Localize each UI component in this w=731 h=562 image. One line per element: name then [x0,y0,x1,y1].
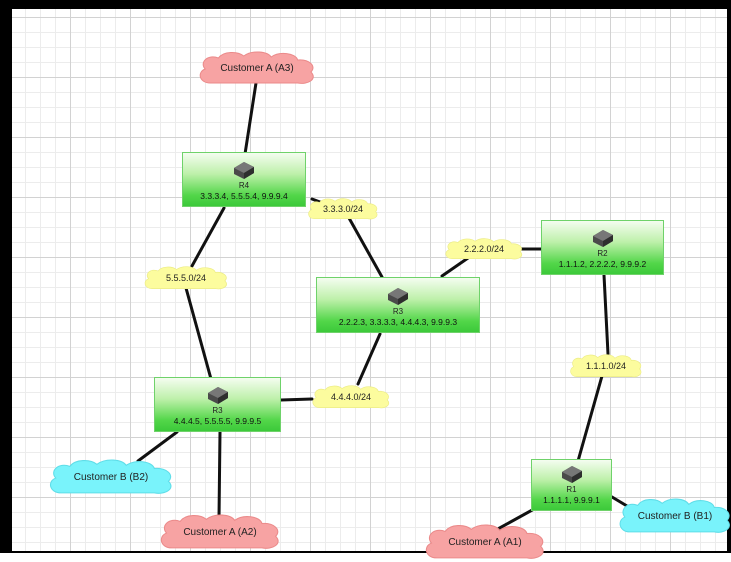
link-r2-s1 [602,273,610,356]
subnet-5-cloud[interactable]: 5.5.5.0/24 [142,266,230,290]
link-r4-s5 [190,206,226,268]
router-addresses: 1.1.1.1, 9.9.9.1 [543,495,600,505]
cloud-shape [445,238,523,260]
customer-b1-cloud[interactable]: Customer B (B1) [616,498,731,534]
subnet-3-cloud[interactable]: 3.3.3.0/24 [306,198,380,220]
router-icon [388,288,408,305]
customer-a1-cloud[interactable]: Customer A (A1) [422,524,548,560]
router-name: R2 [597,249,608,258]
cloud-shape [312,385,390,409]
router-r1[interactable]: R1 1.1.1.1, 9.9.9.1 [531,459,612,511]
link-r3c-s2 [440,256,470,278]
router-addresses: 3.3.3.4, 5.5.5.4, 9.9.9.4 [200,191,288,201]
cloud-shape [144,266,227,290]
router-r2[interactable]: R2 1.1.1.2, 2.2.2.2, 9.9.9.2 [541,220,664,275]
router-addresses: 2.2.2.3, 3.3.3.3, 4.4.4.3, 9.9.9.3 [338,317,458,327]
cloud-shape [160,514,279,549]
customer-label: Customer A (A3) [220,62,294,74]
link-a3-r4 [243,81,258,156]
customer-label: Customer B (B1) [637,510,713,522]
customer-label: Customer A (A2) [183,526,257,538]
subnet-label: 1.1.1.0/24 [585,361,627,371]
cloud-shape [49,459,172,494]
link-r1-a1 [494,507,536,532]
router-r4[interactable]: R4 3.3.3.4, 5.5.5.4, 9.9.9.4 [182,152,306,207]
link-s3-r3c [347,216,384,279]
subnet-label: 5.5.5.0/24 [165,273,207,283]
customer-label: Customer A (A1) [448,536,522,548]
link-layer [136,81,629,532]
subnet-1-cloud[interactable]: 1.1.1.0/24 [568,354,644,378]
router-icon [561,466,582,483]
router-icon [207,387,228,404]
subnet-4-cloud[interactable]: 4.4.4.0/24 [310,385,392,409]
subnet-label: 3.3.3.0/24 [322,204,364,214]
router-name: R1 [566,485,577,494]
router-name: R4 [238,181,250,190]
router-icon [234,162,254,179]
router-icon [592,230,613,247]
router-r3-left[interactable]: R3 4.4.4.5, 5.5.5.5, 9.9.9.5 [154,377,281,432]
customer-a2-cloud[interactable]: Customer A (A2) [157,514,283,550]
router-name: R3 [212,406,223,415]
cloud-shape [570,354,642,378]
router-addresses: 1.1.1.2, 2.2.2.2, 9.9.9.2 [558,259,647,269]
link-s5-r3l [184,286,213,381]
customer-label: Customer B (B2) [73,471,149,483]
link-r1-b1 [610,495,629,508]
router-addresses: 4.4.4.5, 5.5.5.5, 9.9.9.5 [173,416,262,426]
subnet-label: 4.4.4.0/24 [330,392,372,402]
link-s4-r3l [279,397,314,402]
router-name: R3 [392,307,404,316]
link-s1-r1 [576,374,604,463]
link-r3l-b2 [136,430,179,463]
customer-a3-cloud[interactable]: Customer A (A3) [196,51,318,85]
router-r3-center[interactable]: R3 2.2.2.3, 3.3.3.3, 4.4.4.3, 9.9.9.3 [316,277,480,333]
customer-b2-cloud[interactable]: Customer B (B2) [46,459,176,495]
subnet-2-cloud[interactable]: 2.2.2.0/24 [443,238,525,260]
cloud-shape [308,198,378,220]
cloud-shape [425,524,544,559]
link-r3l-a2 [217,430,222,519]
link-r3c-s4 [356,332,382,386]
cloud-shape [619,498,730,533]
cloud-shape [199,51,314,84]
subnet-label: 2.2.2.0/24 [463,244,505,254]
